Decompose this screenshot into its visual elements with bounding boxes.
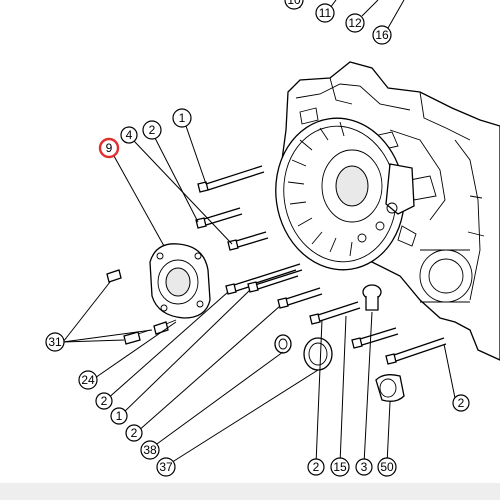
callout-15-label: 15 [333, 460, 347, 474]
callout-50: 50 [377, 457, 397, 477]
callout-9-highlighted: 9 [98, 137, 120, 159]
callout-2-bottom: 2 [307, 458, 325, 476]
callout-3-label: 3 [361, 460, 368, 474]
callout-11: 11 [315, 3, 335, 23]
callout-16-label: 16 [375, 28, 389, 42]
callout-31-label: 31 [48, 335, 62, 349]
callout-4: 4 [120, 126, 138, 144]
cover-flange [275, 117, 415, 271]
callout-1-left: 1 [110, 407, 128, 425]
seals-and-bushing [274, 284, 405, 402]
callout-4-label: 4 [126, 128, 133, 142]
bottom-strip [0, 483, 500, 500]
callout-37-label: 37 [159, 460, 173, 474]
callout-15: 15 [330, 457, 350, 477]
callout-12-label: 12 [348, 16, 362, 30]
callout-16: 16 [372, 25, 392, 45]
callout-1-top: 1 [172, 108, 192, 128]
small-screws [106, 269, 177, 345]
callout-2-top-label: 2 [149, 123, 156, 137]
callout-31: 31 [45, 332, 65, 352]
callout-10-label: 10 [287, 0, 301, 7]
callout-2-right-label: 2 [458, 396, 465, 410]
callout-9-label: 9 [106, 141, 113, 155]
callout-2-left-a-label: 2 [101, 394, 108, 408]
callout-37: 37 [156, 457, 176, 477]
callout-2-left-a: 2 [95, 392, 113, 410]
callout-2-left-b: 2 [125, 424, 143, 442]
callout-1-left-label: 1 [116, 409, 123, 423]
callout-38: 38 [140, 440, 160, 460]
callout-2-left-b-label: 2 [131, 426, 138, 440]
seal-carrier [149, 243, 211, 319]
callout-3: 3 [355, 458, 373, 476]
bolts [195, 165, 447, 365]
callout-2-right: 2 [452, 394, 470, 412]
callout-24-label: 24 [81, 373, 95, 387]
callout-10: 10 [284, 0, 304, 10]
callout-38-label: 38 [143, 443, 157, 457]
callout-12: 12 [345, 13, 365, 33]
callout-1-top-label: 1 [179, 111, 186, 125]
leader-lines [62, 0, 457, 467]
callout-2-bottom-label: 2 [313, 460, 320, 474]
callout-24: 24 [78, 370, 98, 390]
callout-11-label: 11 [319, 6, 332, 20]
callout-50-label: 50 [380, 460, 394, 474]
callout-2-top: 2 [142, 120, 162, 140]
callouts: 10 11 12 16 1 2 4 9 31 24 2 [45, 0, 470, 477]
